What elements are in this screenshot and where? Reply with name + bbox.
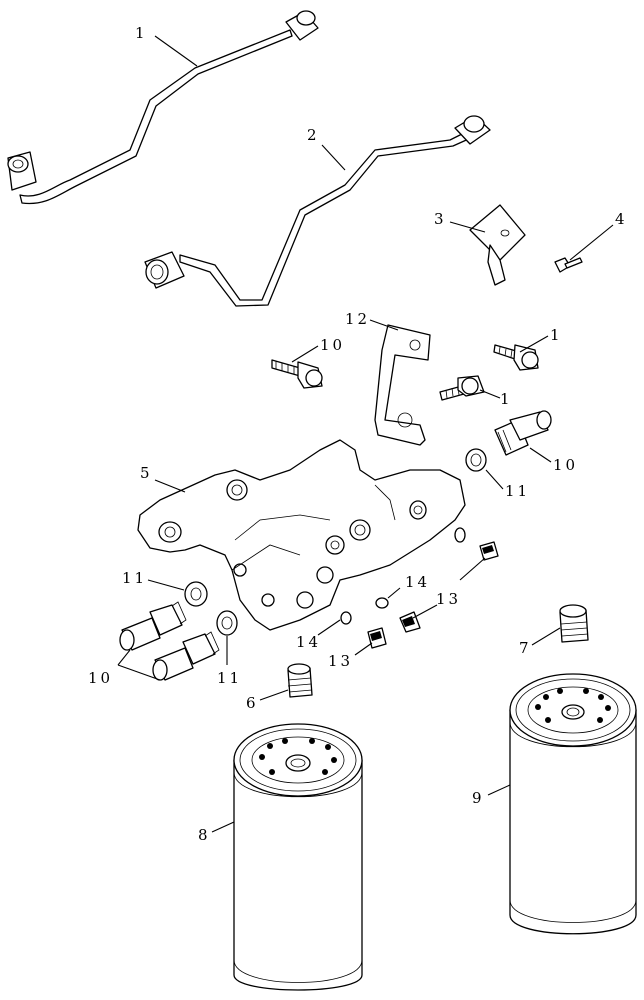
adapter-6 [287, 663, 313, 698]
bolt-1-right [493, 344, 539, 371]
filter-8 [233, 723, 363, 991]
callout-1-bolt-center: 1 [500, 390, 513, 408]
callout-10-fitting-right: 10 [553, 456, 578, 474]
filter-head-5 [137, 439, 466, 631]
callout-11-washer-lower: 11 [217, 669, 242, 687]
bolt-10-upper [271, 359, 323, 389]
callout-2-tube: 2 [307, 126, 320, 144]
callout-6-adapter: 6 [246, 694, 259, 712]
o-ring-14-upper [375, 527, 466, 609]
washer-11-right [465, 448, 487, 472]
bolt-4 [554, 257, 583, 273]
callout-8-filter: 8 [198, 826, 211, 844]
fitting-10-left-upper [119, 601, 187, 651]
tube-2 [144, 115, 491, 307]
callout-4-bolt: 4 [615, 210, 628, 228]
washer-11-lower [216, 610, 238, 636]
callout-7-adapter: 7 [519, 639, 532, 657]
callout-11-washer-right: 11 [505, 482, 530, 500]
o-ring-14-lower [340, 611, 352, 625]
filter-9 [509, 673, 637, 935]
tube-1 [7, 10, 319, 205]
adapter-7 [559, 604, 589, 643]
callout-14-o-ring-upper: 14 [405, 573, 430, 591]
callout-5-filter-head: 5 [140, 464, 153, 482]
callout-1-bolt-right: 1 [550, 326, 563, 344]
plug-13-right [479, 541, 499, 561]
bracket-12 [374, 324, 431, 446]
callout-13-plug-right: 13 [436, 590, 461, 608]
callout-3-bracket: 3 [434, 210, 447, 228]
callout-9-filter: 9 [472, 789, 485, 807]
callout-1-tube: 1 [135, 24, 148, 42]
fitting-10-left-lower [152, 631, 220, 681]
bolt-1-center [439, 375, 485, 401]
fitting-10-right [494, 410, 552, 456]
plug-13-center [399, 611, 421, 633]
callout-10-bolt: 10 [320, 336, 345, 354]
plug-13-left [367, 627, 387, 649]
callout-13-plug-left: 13 [328, 652, 353, 670]
bracket-3 [469, 204, 526, 286]
callout-11-washer-left: 11 [122, 569, 147, 587]
callout-10-fittings-left: 10 [88, 669, 113, 687]
callout-12-bracket: 12 [345, 310, 370, 328]
callout-14-o-ring-lower: 14 [296, 633, 321, 651]
callout-labels: 1 2 3 4 12 10 1 1 10 11 5 11 14 13 14 13… [88, 24, 628, 844]
washer-11-left [184, 581, 208, 607]
leader-lines [117, 35, 614, 833]
